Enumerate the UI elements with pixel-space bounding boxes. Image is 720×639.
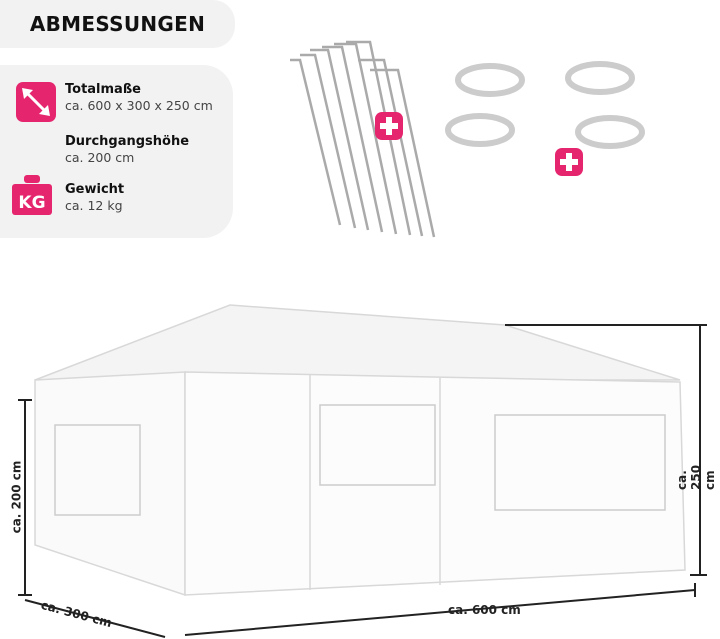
spec-label: Totalmaße xyxy=(65,82,142,97)
width-label: ca. 600 cm xyxy=(448,603,521,617)
weight-kg-icon: KG xyxy=(12,175,52,215)
diagonal-arrow-icon xyxy=(16,82,56,122)
spec-value: ca. 12 kg xyxy=(65,198,123,213)
spec-label: Gewicht xyxy=(65,182,125,197)
spec-value: ca. 200 cm xyxy=(65,150,135,165)
spec-value: ca. 600 x 300 x 250 cm xyxy=(65,98,213,113)
tent-image xyxy=(34,304,686,597)
plus-icon xyxy=(555,148,583,176)
svg-text:KG: KG xyxy=(18,193,45,213)
section-title: ABMESSUNGEN xyxy=(0,0,235,48)
plus-icon xyxy=(375,112,403,140)
guy-ropes-image xyxy=(445,61,645,149)
dimension-lines xyxy=(18,324,707,638)
door-height-label: ca. 200 cm xyxy=(9,460,24,534)
spec-label: Durchgangshöhe xyxy=(65,134,190,149)
ground-pegs-image xyxy=(290,40,436,238)
total-height-label: ca. 250 cm xyxy=(675,464,717,490)
